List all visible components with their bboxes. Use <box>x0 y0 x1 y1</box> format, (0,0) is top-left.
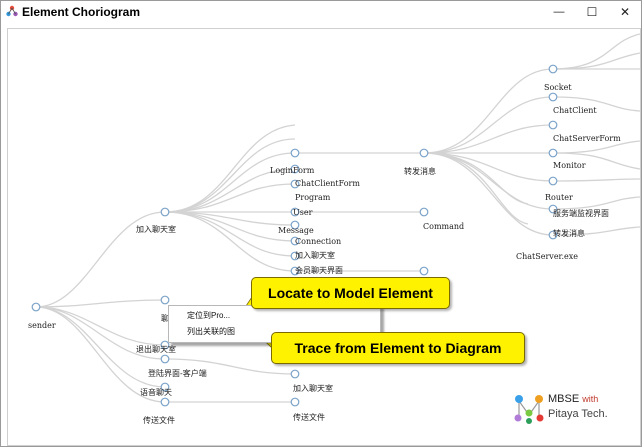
node-label-forward-2: 转发消息 <box>553 228 585 238</box>
tree-node-forward[interactable] <box>419 148 429 158</box>
tree-node-loginform[interactable] <box>290 148 300 158</box>
tree-node-chat[interactable] <box>160 295 170 305</box>
node-label-command: Command <box>423 222 464 231</box>
tree-node-join-3[interactable] <box>290 369 300 379</box>
close-icon: ✕ <box>619 5 631 19</box>
tree-node-router[interactable] <box>548 176 558 186</box>
node-label-member-ui: 会员聊天界面 <box>295 265 343 275</box>
node-label-monitor: Monitor <box>553 161 586 170</box>
logo-mark-icon <box>514 395 544 424</box>
tree-nodes[interactable] <box>31 64 558 407</box>
menu-item-locate[interactable]: 定位到Pro... <box>187 311 231 320</box>
node-label-chat: 聊 <box>161 314 169 323</box>
node-label-program: Program <box>295 193 331 202</box>
node-label-file-2: 传送文件 <box>293 412 325 422</box>
node-label-chatserver-exe: ChatServer.exe <box>516 252 578 261</box>
tree-node-file[interactable] <box>160 397 170 407</box>
tree-links <box>35 33 640 403</box>
node-label-socket: Socket <box>544 83 572 92</box>
node-label-join-2: 加入聊天室 <box>295 250 335 260</box>
mbse-logo: MBSE with Pitaya Tech. <box>511 391 631 427</box>
tree-node-chatclientform[interactable] <box>290 164 300 174</box>
tree-node-exit[interactable] <box>160 340 170 350</box>
tree-node-forward-2[interactable] <box>548 230 558 240</box>
node-label-loginform: LoginForm <box>270 166 315 175</box>
tree-node-join[interactable] <box>160 207 170 217</box>
node-label-forward: 转发消息 <box>404 166 436 176</box>
logo-company: Pitaya Tech. <box>548 408 608 420</box>
tree-node-member-ui[interactable] <box>290 266 300 276</box>
callout-locate: Locate to Model Element <box>251 277 450 309</box>
tree-node-command[interactable] <box>419 207 429 217</box>
title-bar[interactable]: Element Choriogram — ☐ ✕ <box>1 1 641 23</box>
node-label-chatserverform: ChatServerForm <box>553 134 621 143</box>
tree-node-join-2[interactable] <box>290 251 300 261</box>
node-label-connection: Connection <box>295 237 341 246</box>
node-label-join-3: 加入聊天室 <box>293 383 333 393</box>
window-title: Element Choriogram <box>22 5 141 19</box>
tree-node-root[interactable] <box>31 302 41 312</box>
tree-node-chatclient[interactable] <box>548 92 558 102</box>
node-label-root: sender <box>28 321 56 330</box>
tree-node-program[interactable] <box>290 179 300 189</box>
minimize-icon: — <box>553 6 565 18</box>
tree-node-login-ui[interactable] <box>160 354 170 364</box>
tree-node-monitor[interactable] <box>548 148 558 158</box>
node-label-login-ui: 登陆界面-客户端 <box>148 368 207 378</box>
tree-labels: sender 加入聊天室 聊 退出聊天室 登陆界面-客户端 语音聊天 传送文件 … <box>28 83 621 425</box>
app-icon <box>6 5 18 17</box>
node-label-message: Message <box>278 226 314 235</box>
tree-diagram[interactable]: sender 加入聊天室 聊 退出聊天室 登陆界面-客户端 语音聊天 传送文件 … <box>8 29 640 445</box>
close-button[interactable]: ✕ <box>609 2 641 22</box>
tree-node-member-child[interactable] <box>419 266 429 276</box>
tree-node-connection[interactable] <box>290 236 300 246</box>
menu-item-list-diagrams[interactable]: 列出关联的图 <box>187 327 235 336</box>
maximize-button[interactable]: ☐ <box>576 2 608 22</box>
tree-node-user[interactable] <box>290 207 300 217</box>
maximize-icon: ☐ <box>586 5 598 19</box>
tree-node-file-2[interactable] <box>290 397 300 407</box>
node-label-voice: 语音聊天 <box>140 387 172 397</box>
logo-with: with <box>582 394 599 404</box>
tree-node-socket[interactable] <box>548 64 558 74</box>
callout-trace: Trace from Element to Diagram <box>271 332 525 364</box>
node-label-server-monitor-ui: 服务端监视界面 <box>553 208 609 218</box>
node-label-exit: 退出聊天室 <box>136 344 176 354</box>
node-label-chatclient: ChatClient <box>553 106 597 115</box>
node-label-join: 加入聊天室 <box>136 224 176 234</box>
tree-node-message[interactable] <box>290 220 300 230</box>
node-label-chatclientform: ChatClientForm <box>295 179 360 188</box>
node-label-router: Router <box>545 193 573 202</box>
node-label-file: 传送文件 <box>143 415 175 425</box>
tree-node-server-monitor-ui[interactable] <box>548 204 558 214</box>
logo-brand: MBSE <box>548 393 580 405</box>
minimize-button[interactable]: — <box>543 2 575 22</box>
node-label-user: User <box>293 208 313 217</box>
tree-node-chatserverform[interactable] <box>548 120 558 130</box>
choriogram-canvas[interactable]: sender 加入聊天室 聊 退出聊天室 登陆界面-客户端 语音聊天 传送文件 … <box>7 28 641 446</box>
tree-node-voice[interactable] <box>160 382 170 392</box>
